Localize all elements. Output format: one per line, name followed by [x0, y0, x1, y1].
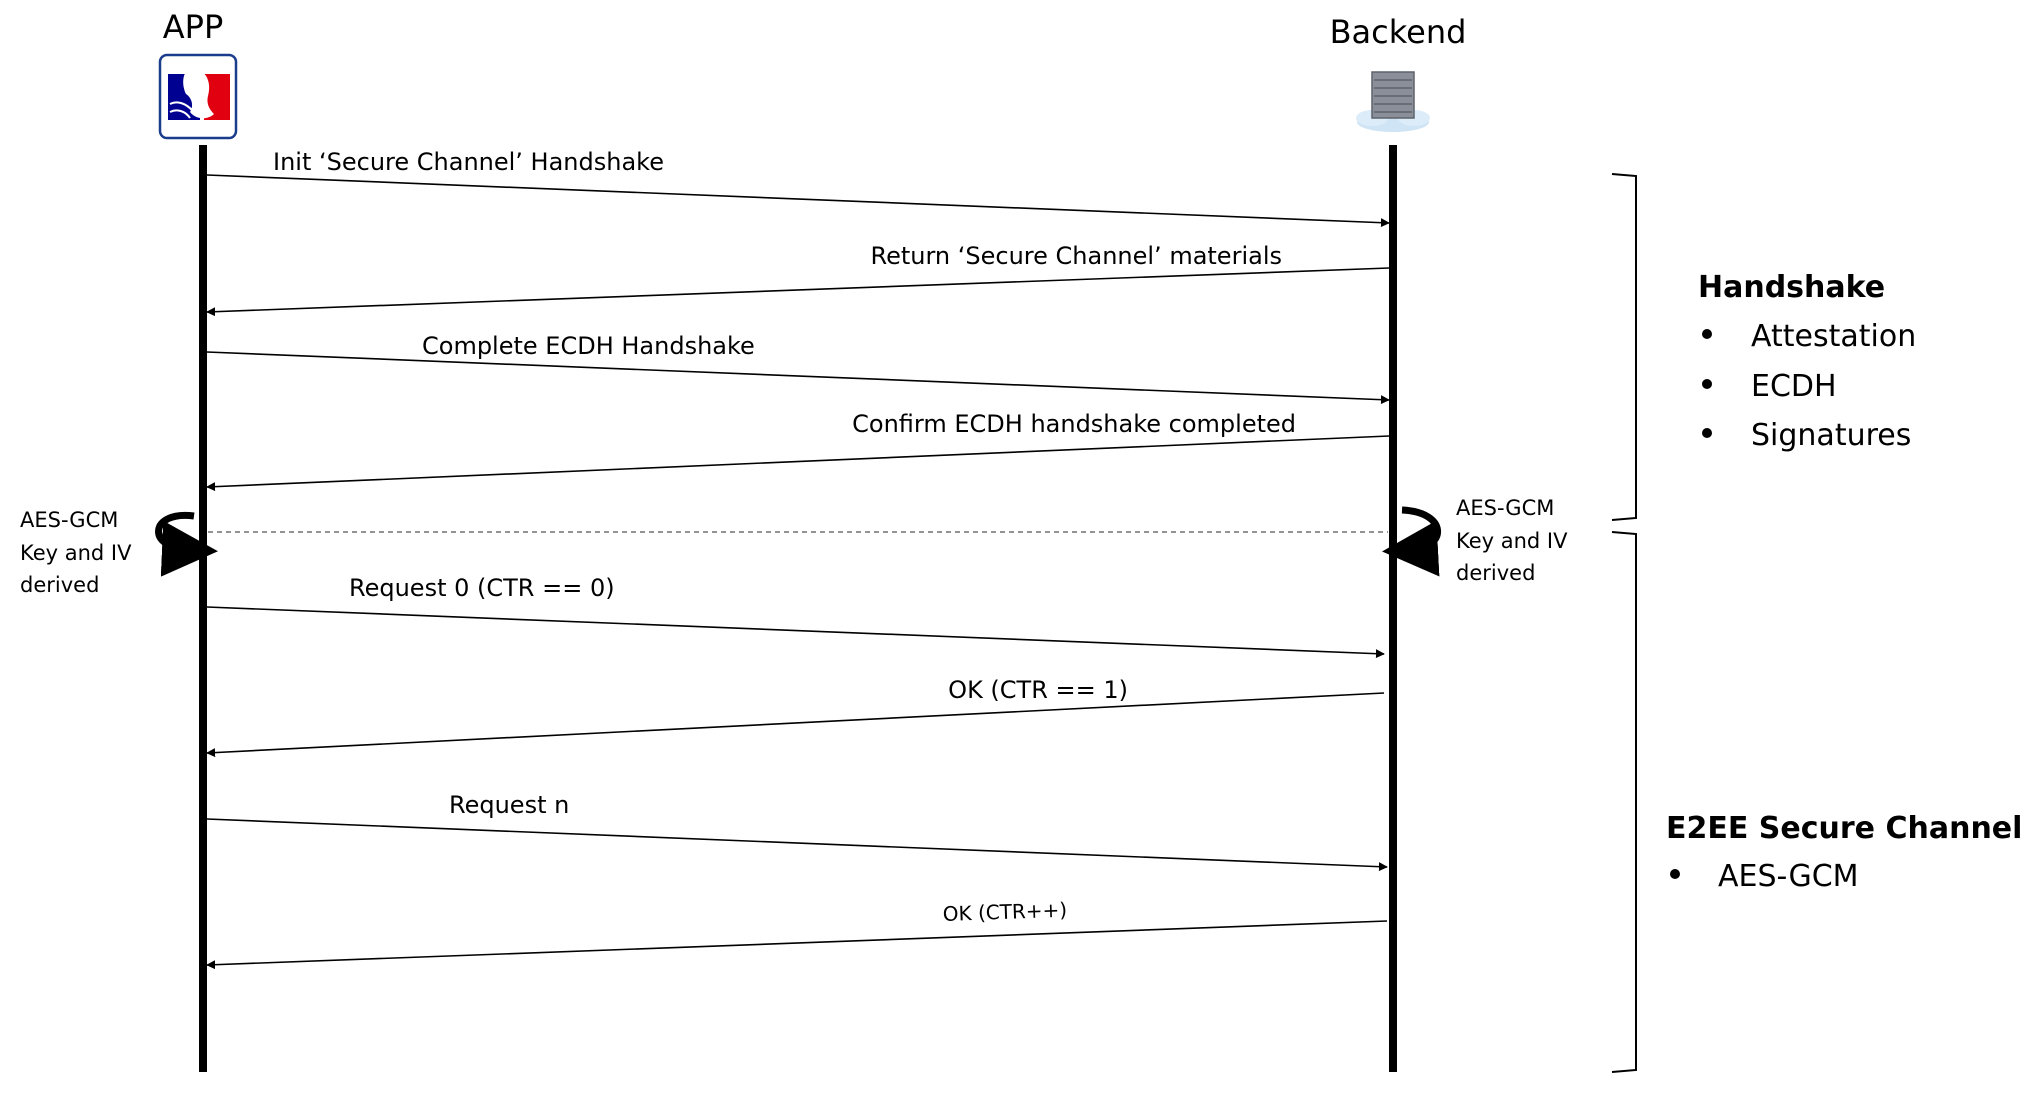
bullet-icon	[1702, 379, 1712, 389]
message-arrow	[206, 174, 1390, 228]
list-item-label: Signatures	[1751, 418, 1911, 453]
app-derive-loop-icon	[155, 511, 218, 577]
section-title: E2EE Secure Channel	[1666, 811, 2022, 846]
derivation-line: Key and IV	[20, 541, 132, 565]
section-title: Handshake	[1698, 270, 1885, 305]
derivation-line: derived	[1456, 561, 1535, 585]
derivation-line: AES-GCM	[1456, 496, 1554, 520]
message-arrow	[206, 351, 1390, 405]
message-ok-ctr-1: OK (CTR == 1)	[206, 676, 1385, 758]
list-item: Signatures	[1702, 418, 1911, 453]
list-item: ECDH	[1702, 369, 1837, 404]
message-request-n: Request n	[206, 791, 1388, 872]
handshake-section: Handshake Attestation ECDH Signatures	[1698, 270, 1916, 453]
message-arrow	[206, 435, 1390, 492]
message-ok-ctr-increment: OK (CTR++)	[206, 898, 1388, 970]
backend-derive-loop-icon	[1382, 506, 1441, 577]
message-label: Complete ECDH Handshake	[422, 332, 755, 360]
bullet-icon	[1702, 329, 1712, 339]
handshake-bracket	[1611, 173, 1637, 521]
list-item-label: Attestation	[1751, 319, 1916, 354]
list-item: AES-GCM	[1670, 859, 1859, 894]
message-request-0: Request 0 (CTR == 0)	[206, 574, 1385, 659]
message-label: Request 0 (CTR == 0)	[349, 574, 615, 602]
backend-actor-label: Backend	[1330, 13, 1467, 51]
e2ee-section: E2EE Secure Channel AES-GCM	[1666, 811, 2022, 894]
message-complete-ecdh: Complete ECDH Handshake	[206, 332, 1390, 405]
message-confirm-ecdh: Confirm ECDH handshake completed	[206, 410, 1390, 492]
message-label: OK (CTR == 1)	[948, 676, 1128, 704]
message-arrow	[206, 606, 1385, 659]
derivation-line: AES-GCM	[20, 508, 118, 532]
derivation-line: Key and IV	[1456, 529, 1568, 553]
marianne-logo-icon	[158, 53, 238, 140]
app-actor-label: APP	[163, 8, 223, 46]
message-label: Request n	[449, 791, 569, 819]
list-item: Attestation	[1702, 319, 1916, 354]
message-arrow	[206, 692, 1385, 758]
bullet-icon	[1702, 428, 1712, 438]
derivation-line: derived	[20, 573, 99, 597]
list-item-label: ECDH	[1751, 369, 1837, 404]
message-init-handshake: Init ‘Secure Channel’ Handshake	[206, 148, 1390, 228]
message-return-materials: Return ‘Secure Channel’ materials	[206, 242, 1390, 317]
message-label: Init ‘Secure Channel’ Handshake	[273, 148, 664, 176]
bullet-icon	[1670, 869, 1680, 879]
app-derivation-note: AES-GCM Key and IV derived	[20, 508, 132, 597]
message-arrow	[206, 818, 1388, 872]
message-arrow	[206, 920, 1388, 970]
backend-derivation-note: AES-GCM Key and IV derived	[1456, 496, 1568, 585]
server-icon	[1356, 71, 1430, 132]
message-arrow	[206, 267, 1390, 317]
message-label: OK (CTR++)	[942, 898, 1067, 926]
list-item-label: AES-GCM	[1718, 859, 1859, 894]
message-label: Confirm ECDH handshake completed	[852, 410, 1296, 438]
message-label: Return ‘Secure Channel’ materials	[870, 242, 1282, 270]
e2ee-bracket	[1611, 531, 1637, 1073]
